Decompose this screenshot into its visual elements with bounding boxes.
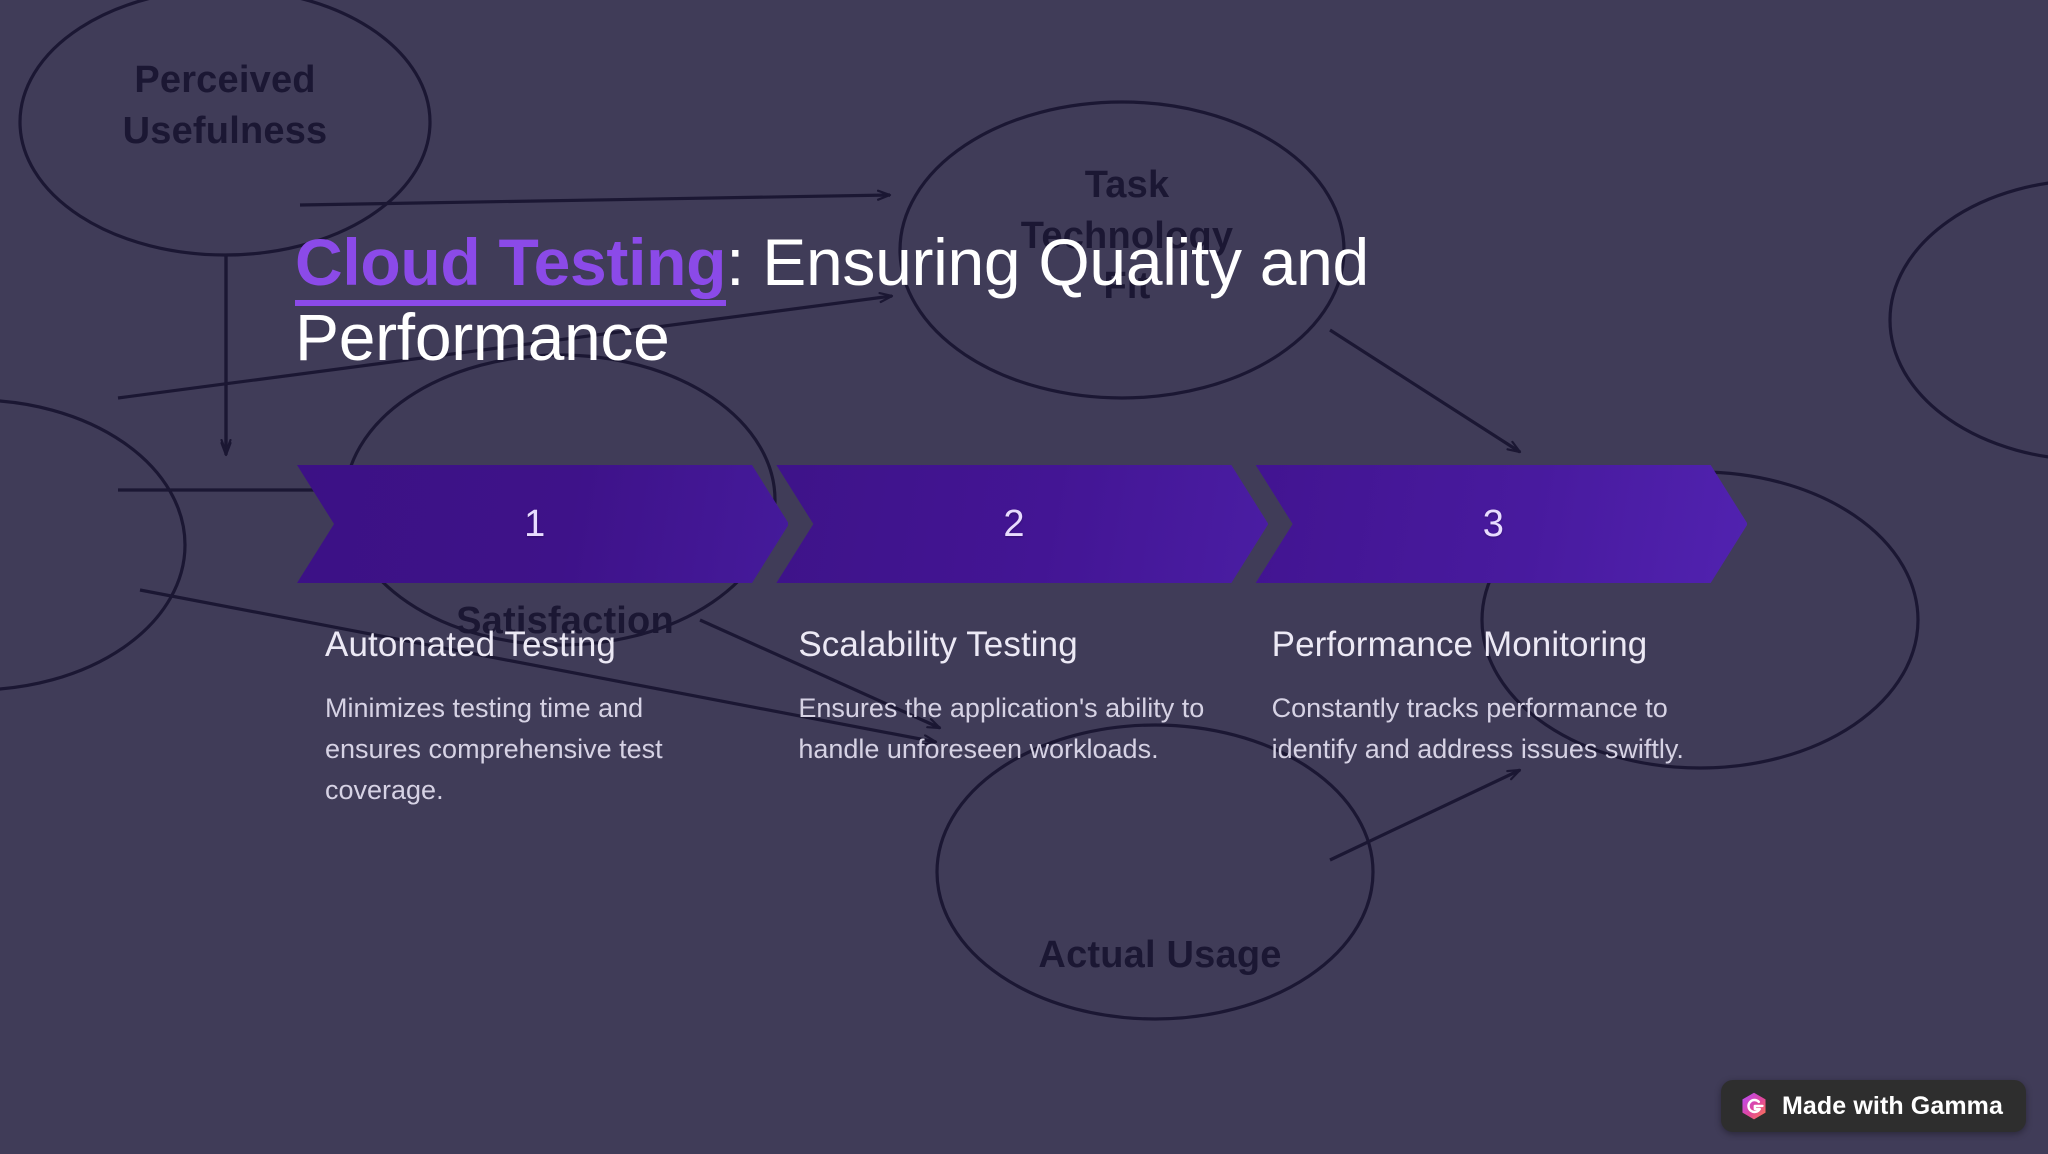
bg-ellipse-far-right <box>1888 181 2048 459</box>
step-column-1: Automated Testing Minimizes testing time… <box>325 625 798 811</box>
gamma-logo-icon <box>1742 1092 1766 1120</box>
made-with-gamma-label: Made with Gamma <box>1782 1091 2003 1120</box>
chevron-step-2-number: 2 <box>1003 502 1025 545</box>
step-column-3: Performance Monitoring Constantly tracks… <box>1272 625 1745 811</box>
step-1-heading: Automated Testing <box>325 625 616 664</box>
chevron-step-1-number: 1 <box>524 502 546 545</box>
chevron-step-3[interactable]: 3 <box>1255 465 1747 583</box>
bg-label-perceived-usefulness: Perceived Usefulness <box>122 59 328 152</box>
step-description-row: Automated Testing Minimizes testing time… <box>325 625 1745 811</box>
page-title-accent: Cloud Testing <box>295 225 726 306</box>
bg-ellipse-left-edge <box>0 399 187 691</box>
title-block: Cloud Testing: Ensuring Quality and Perf… <box>295 225 1715 374</box>
chevron-step-1[interactable]: 1 <box>297 465 789 583</box>
step-column-2: Scalability Testing Ensures the applicat… <box>798 625 1271 811</box>
chevron-step-3-number: 3 <box>1482 502 1504 545</box>
chevron-step-band: 1 2 3 <box>297 465 1747 583</box>
step-3-body: Constantly tracks performance to identif… <box>1271 693 1684 765</box>
made-with-gamma-badge[interactable]: Made with Gamma <box>1721 1080 2026 1132</box>
bg-label-task-technology-fit: Task Technology Fit <box>1020 164 1234 308</box>
page-title-rest: : Ensuring Quality and Performance <box>295 225 1369 374</box>
bg-arrow-pu-right-up <box>299 195 890 207</box>
step-3-heading: Performance Monitoring <box>1271 625 1648 664</box>
step-1-body: Minimizes testing time and ensures compr… <box>325 693 663 806</box>
chevron-step-2[interactable]: 2 <box>776 465 1268 583</box>
bg-label-actual-usage: Actual Usage <box>1038 934 1282 976</box>
step-2-heading: Scalability Testing <box>798 625 1078 664</box>
page-title: Cloud Testing: Ensuring Quality and Perf… <box>295 225 1715 374</box>
step-2-body: Ensures the application's ability to han… <box>798 693 1205 765</box>
